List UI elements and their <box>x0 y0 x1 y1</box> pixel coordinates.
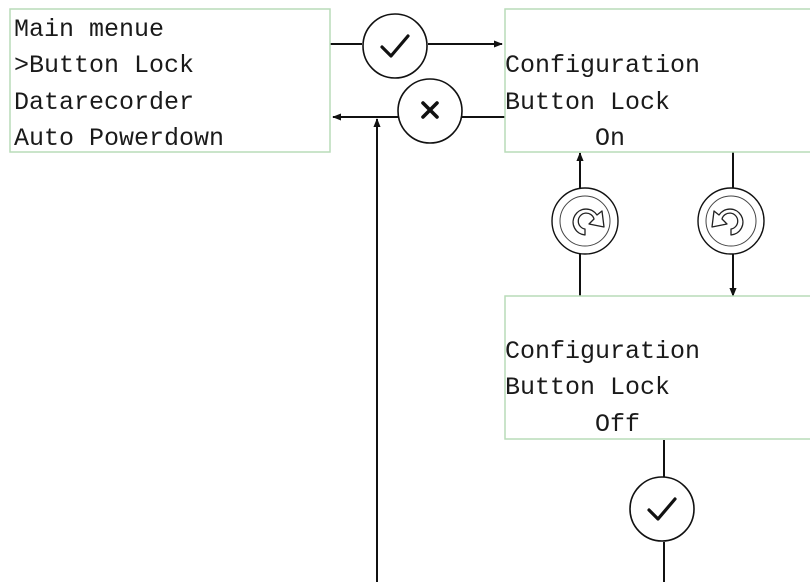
main-menu-line-3: Datarecorder <box>14 88 194 117</box>
config-off-line-1: Configuration <box>505 337 700 366</box>
screen-main-menu: Main menue >Button Lock Datarecorder Aut… <box>9 8 331 153</box>
config-on-line-2: Button Lock <box>505 88 670 117</box>
checkmark-icon[interactable] <box>362 13 428 79</box>
rotate-left-icon[interactable] <box>551 187 619 255</box>
checkmark-icon[interactable] <box>629 476 695 542</box>
connectors <box>330 40 737 582</box>
config-on-line-1: Configuration <box>505 51 700 80</box>
screen-config-off: Configuration Button Lock Off <box>504 295 810 440</box>
main-menu-line-1: Main menue <box>14 15 164 44</box>
main-menu-line-4: Auto Powerdown <box>14 124 224 153</box>
rotate-right-icon[interactable] <box>697 187 765 255</box>
config-off-line-2: Button Lock <box>505 373 670 402</box>
main-menu-line-2: >Button Lock <box>14 51 194 80</box>
config-on-line-3: On <box>595 124 625 153</box>
config-off-line-3: Off <box>595 410 640 439</box>
cross-icon[interactable] <box>397 78 463 144</box>
screen-config-on: Configuration Button Lock On <box>504 8 810 153</box>
